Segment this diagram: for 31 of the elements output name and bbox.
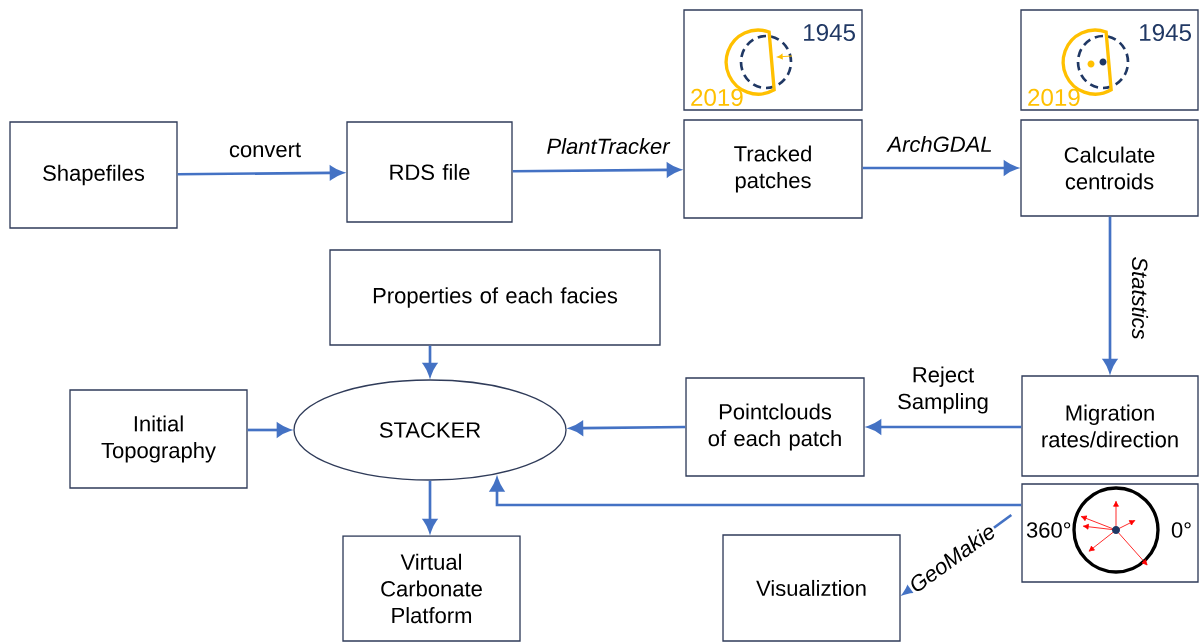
- arrow: [512, 162, 681, 177]
- arrow: [569, 421, 686, 436]
- angle-label: 360°: [1026, 522, 1071, 538]
- process-box: Visualiztion: [722, 534, 901, 642]
- process-box: RDS file: [346, 121, 513, 223]
- year-label: 2019: [691, 88, 743, 106]
- process-box: Shapefiles: [9, 121, 178, 229]
- edge-label: ArchGDAL: [885, 134, 995, 154]
- arrow: [423, 345, 437, 377]
- angle-label: 0°: [1171, 522, 1191, 538]
- process-box: Virtual Carbonate Platform: [342, 535, 521, 642]
- arrow: [423, 480, 437, 533]
- arrow: [862, 161, 1018, 175]
- arrow: [490, 477, 1022, 507]
- edge-label: convert: [227, 141, 303, 159]
- year-label: 1945: [1140, 24, 1191, 42]
- arrow: [177, 165, 344, 180]
- process-box: Properties of each facies: [329, 249, 661, 346]
- process-box: Tracked patches: [683, 119, 863, 219]
- process-box: Initial Topography: [69, 389, 248, 489]
- process-box: Pointclouds of each patch: [685, 377, 865, 477]
- arrow: [867, 420, 1022, 434]
- edge-label: Statstics: [1130, 254, 1150, 342]
- process-box: Migration rates/direction: [1021, 375, 1199, 477]
- process-box: Calculate centroids: [1020, 119, 1199, 217]
- arrow: [1103, 216, 1117, 373]
- year-label: 2019: [1028, 88, 1080, 106]
- edge-label: PlantTracker: [544, 136, 672, 156]
- edge-label: Reject Sampling: [889, 364, 997, 416]
- year-label: 1945: [804, 24, 855, 42]
- arrow: [247, 423, 291, 437]
